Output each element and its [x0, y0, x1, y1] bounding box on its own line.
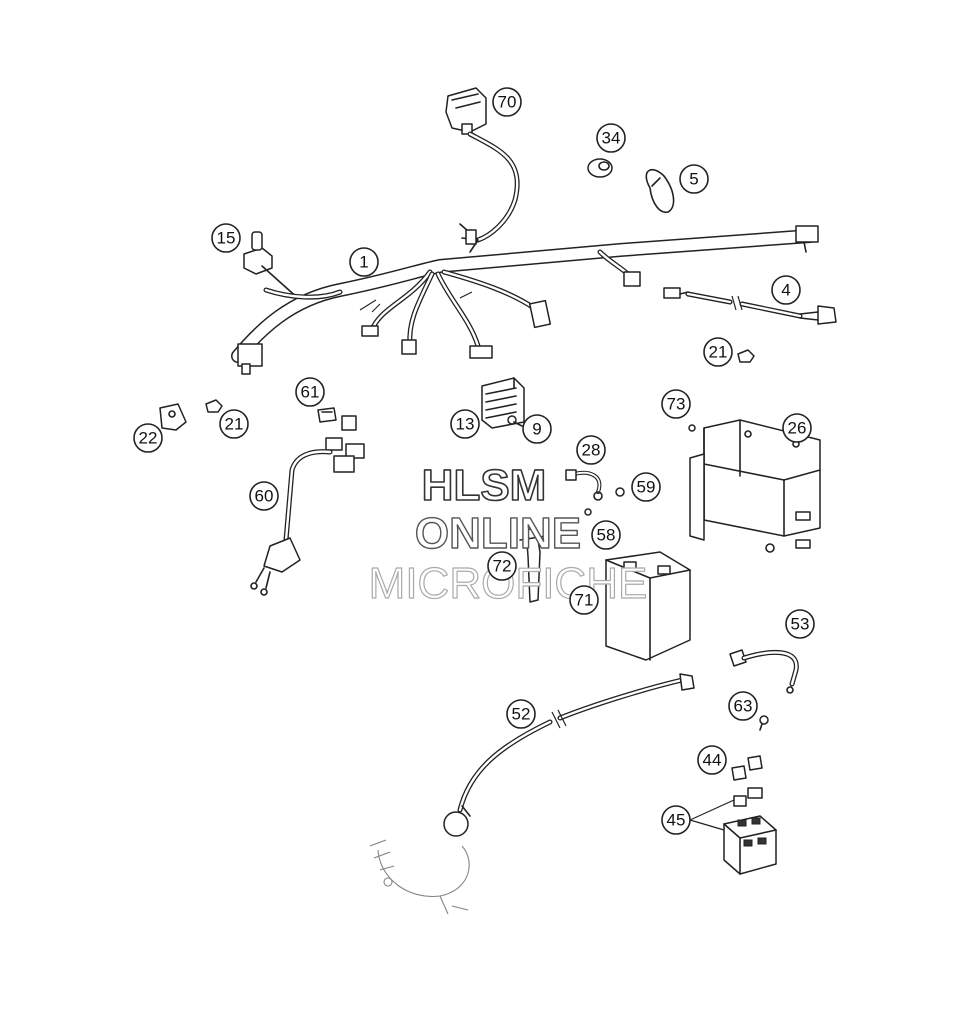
callout-59: 59 [631, 472, 661, 502]
callout-53: 53 [785, 609, 815, 639]
callout-73: 73 [661, 389, 691, 419]
starter-relay-icon [723, 787, 777, 875]
svg-text:59: 59 [637, 478, 656, 497]
callout-5: 5 [679, 164, 709, 194]
battery-icon [605, 551, 691, 661]
svg-text:1: 1 [359, 253, 368, 272]
svg-text:5: 5 [689, 170, 698, 189]
battery-tray-icon [689, 419, 821, 553]
nut-icon [737, 349, 755, 363]
leader-lines [689, 799, 735, 831]
svg-text:4: 4 [781, 281, 790, 300]
cable-tie-icon [645, 168, 675, 213]
battery-strap-icon [519, 527, 547, 603]
wiring-harness-icon [231, 225, 819, 375]
svg-text:53: 53 [791, 615, 810, 634]
svg-text:70: 70 [498, 93, 517, 112]
ignition-unit-icon [445, 87, 520, 253]
callout-72: 72 [487, 551, 517, 581]
bolt-icon [507, 415, 523, 427]
svg-text:26: 26 [788, 419, 807, 438]
sensor-cable-icon [663, 287, 837, 325]
cable-assembly-icon [250, 415, 365, 596]
callout-71: 71 [569, 585, 599, 615]
callout-70: 70 [492, 87, 522, 117]
callout-26: 26 [782, 413, 812, 443]
starter-cable-icon [443, 673, 695, 837]
svg-text:9: 9 [532, 420, 541, 439]
regulator-icon [481, 377, 525, 429]
callout-15: 15 [211, 223, 241, 253]
svg-text:73: 73 [667, 395, 686, 414]
callout-34: 34 [596, 123, 626, 153]
svg-text:63: 63 [734, 697, 753, 716]
svg-text:15: 15 [217, 229, 236, 248]
callout-63: 63 [728, 691, 758, 721]
callout-21-upper: 21 [703, 337, 733, 367]
svg-text:44: 44 [703, 751, 722, 770]
svg-text:21: 21 [225, 415, 244, 434]
svg-text:60: 60 [255, 487, 274, 506]
svg-text:28: 28 [582, 441, 601, 460]
clamp-icon [587, 158, 613, 178]
screw-icon [759, 715, 769, 731]
callout-4: 4 [771, 275, 801, 305]
short-cable-icon [729, 649, 799, 694]
callout-13: 13 [450, 409, 480, 439]
callout-1: 1 [349, 247, 379, 277]
svg-text:61: 61 [301, 383, 320, 402]
callout-58: 58 [591, 520, 621, 550]
svg-text:22: 22 [139, 429, 158, 448]
svg-text:72: 72 [493, 557, 512, 576]
clip-icon [317, 407, 337, 423]
svg-text:21: 21 [709, 343, 728, 362]
callouts: 70 34 5 15 1 4 21 61 22 21 13 9 73 26 60… [133, 87, 815, 835]
watermark-line-1: HLSM [422, 461, 547, 510]
svg-text:52: 52 [512, 705, 531, 724]
callout-61: 61 [295, 377, 325, 407]
svg-text:45: 45 [667, 811, 686, 830]
svg-text:13: 13 [456, 415, 475, 434]
callout-22: 22 [133, 423, 163, 453]
battery-cable-icon [565, 469, 603, 501]
callout-45: 45 [661, 805, 691, 835]
watermark-line-2: ONLINE [415, 509, 581, 558]
callout-52: 52 [506, 699, 536, 729]
rubber-cap-icon [731, 755, 763, 781]
terminal-nut-icon [584, 508, 592, 516]
svg-text:58: 58 [597, 526, 616, 545]
svg-text:34: 34 [602, 129, 621, 148]
switch-icon [243, 231, 301, 301]
callout-21-left: 21 [219, 409, 249, 439]
bracket-icon [159, 403, 187, 431]
small-bolt-icon [688, 424, 696, 432]
callout-60: 60 [249, 481, 279, 511]
starter-motor-icon [369, 839, 470, 915]
svg-text:71: 71 [575, 591, 594, 610]
callout-9: 9 [522, 414, 552, 444]
callout-28: 28 [576, 435, 606, 465]
nut-icon-left [205, 399, 223, 413]
terminal-bolt-icon [615, 487, 625, 497]
callout-44: 44 [697, 745, 727, 775]
